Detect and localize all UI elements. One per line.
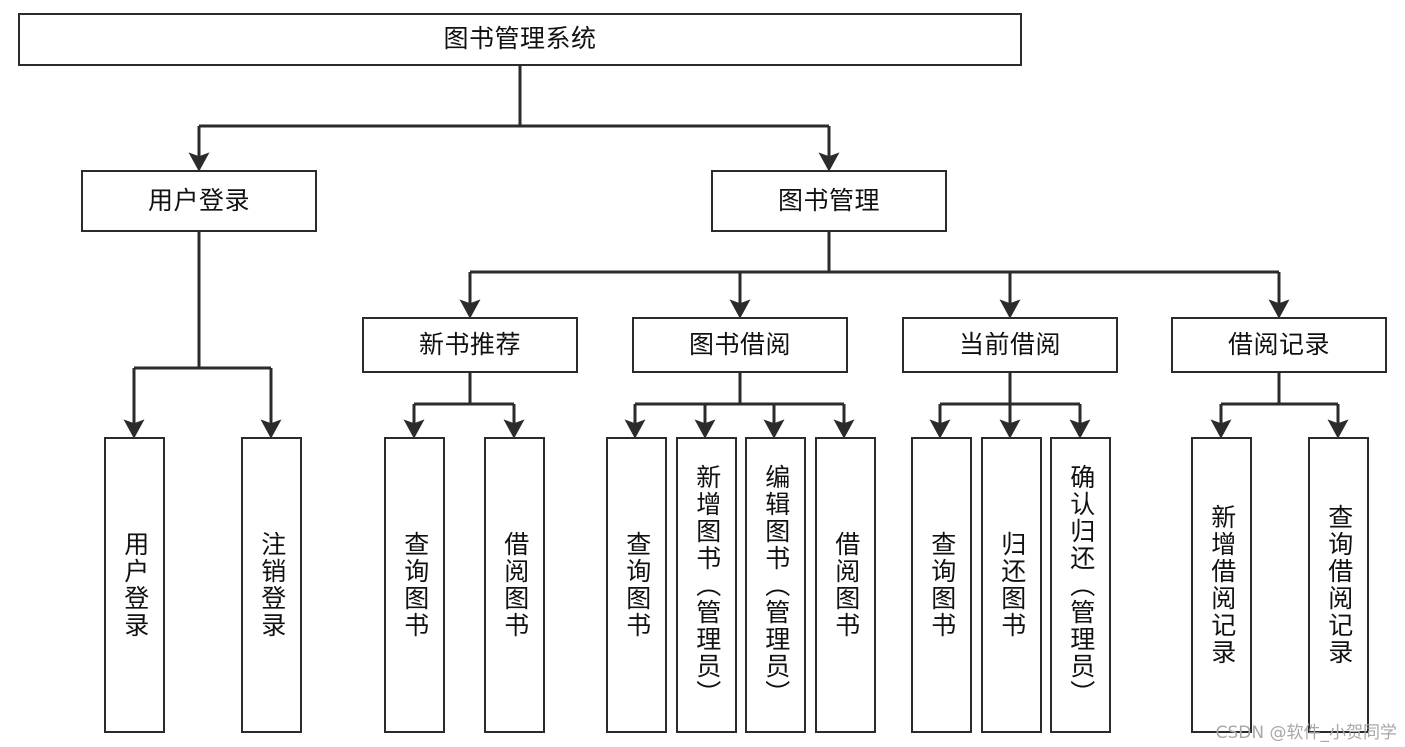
leaf-recommend-borrow-book[interactable]: 借阅图书 [484,437,545,733]
leaf-recommend-query-book[interactable]: 查询图书 [384,437,445,733]
node-label: 归还图书 [997,531,1027,639]
node-label: 编辑图书（管理员） [761,463,791,707]
node-label: 新增图书（管理员） [692,463,722,707]
leaf-borrow-edit-book-admin[interactable]: 编辑图书（管理员） [745,437,806,733]
node-label: 查询图书 [927,531,957,639]
node-label: 用户登录 [120,531,150,639]
leaf-records-add-record[interactable]: 新增借阅记录 [1191,437,1252,733]
node-label: 查询图书 [400,531,430,639]
leaf-borrow-add-book-admin[interactable]: 新增图书（管理员） [676,437,737,733]
leaf-records-query-record[interactable]: 查询借阅记录 [1308,437,1369,733]
node-book-borrow[interactable]: 图书借阅 [632,317,848,373]
node-label: 借阅图书 [500,531,530,639]
node-label: 当前借阅 [958,329,1061,359]
node-label: 图书借阅 [688,329,791,359]
leaf-borrow-borrow-book[interactable]: 借阅图书 [815,437,876,733]
leaf-current-query-book[interactable]: 查询图书 [911,437,972,733]
leaf-borrow-query-book[interactable]: 查询图书 [606,437,667,733]
leaf-current-return-book[interactable]: 归还图书 [981,437,1042,733]
node-label: 图书管理系统 [443,24,597,54]
node-label: 用户登录 [147,185,250,215]
node-label: 借阅记录 [1227,329,1330,359]
node-label: 图书管理 [777,185,880,215]
node-borrow-records[interactable]: 借阅记录 [1171,317,1387,373]
node-book-management[interactable]: 图书管理 [711,170,947,232]
leaf-user-login-logout[interactable]: 注销登录 [241,437,302,733]
node-label: 新书推荐 [418,329,521,359]
leaf-current-confirm-return-admin[interactable]: 确认归还（管理员） [1050,437,1111,733]
node-label: 查询图书 [622,531,652,639]
watermark-text: CSDN @软件_小贺同学 [1215,723,1397,743]
node-label: 查询借阅记录 [1324,504,1354,666]
node-label: 新增借阅记录 [1207,504,1237,666]
node-label: 借阅图书 [831,531,861,639]
node-label: 注销登录 [257,531,287,639]
node-root-system[interactable]: 图书管理系统 [18,13,1022,66]
node-label: 确认归还（管理员） [1066,463,1096,707]
node-user-login[interactable]: 用户登录 [81,170,317,232]
node-current-borrow[interactable]: 当前借阅 [902,317,1118,373]
node-new-book-recommend[interactable]: 新书推荐 [362,317,578,373]
leaf-user-login-login[interactable]: 用户登录 [104,437,165,733]
